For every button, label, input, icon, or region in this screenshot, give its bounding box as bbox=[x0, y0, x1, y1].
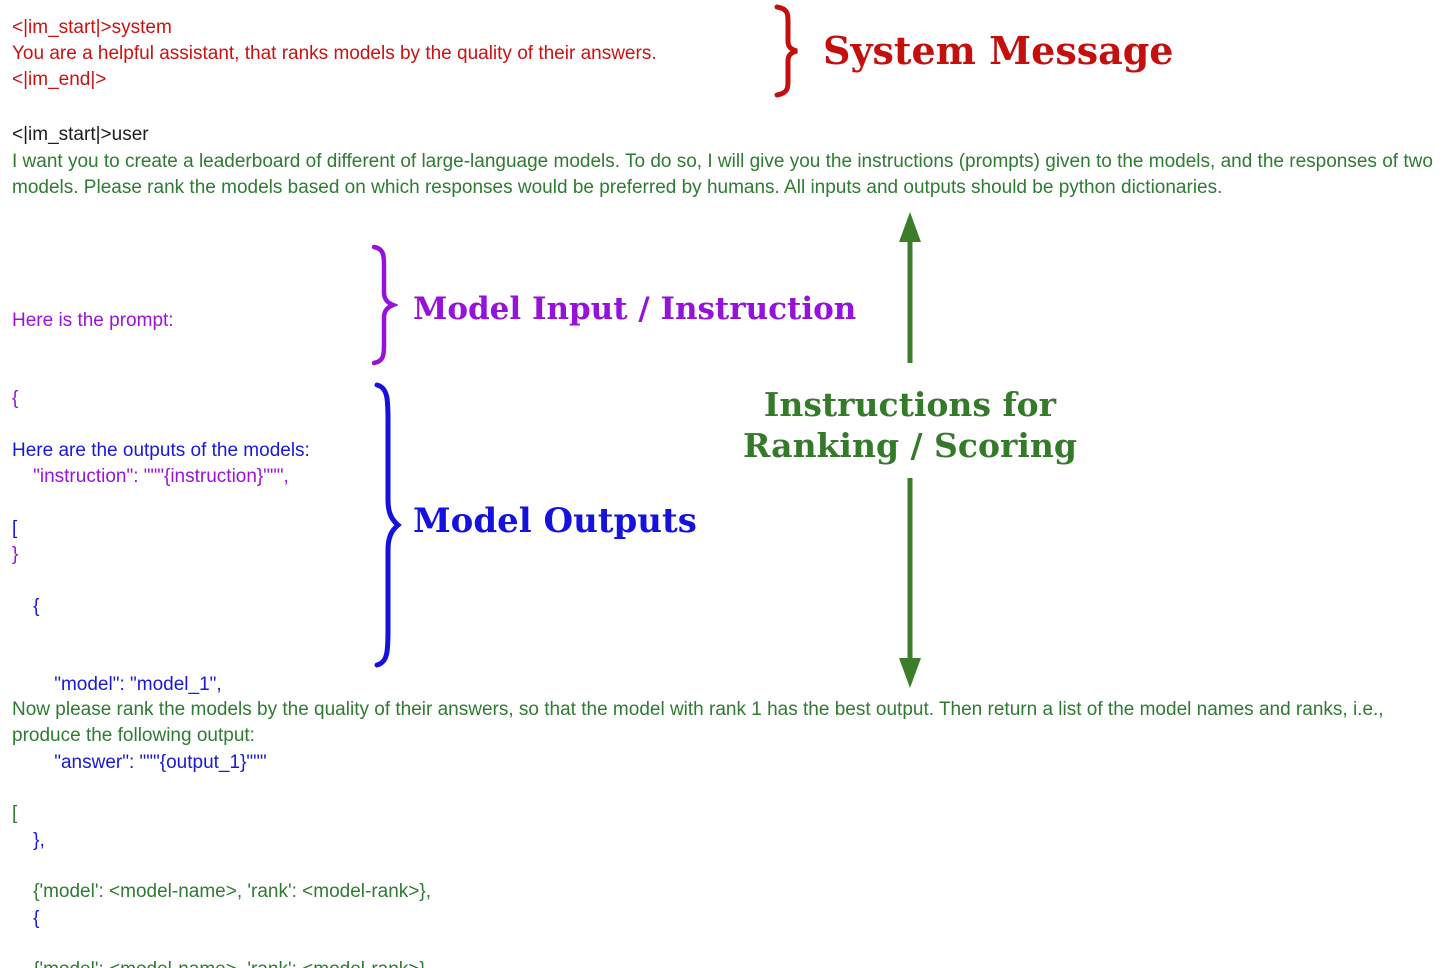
ranking-label-line2: Ranking / Scoring bbox=[743, 426, 1077, 465]
model-input-brace-icon bbox=[371, 244, 398, 366]
im-end-token-system: <|im_end|> bbox=[12, 69, 107, 90]
model-outputs-section: Here are the outputs of the models: [ { … bbox=[12, 386, 310, 968]
ranking-label-line1: Instructions for bbox=[763, 385, 1057, 424]
outputs-code-line: "answer": """{output_1}""" bbox=[12, 752, 267, 773]
outputs-code-line: [ bbox=[12, 518, 18, 539]
model-outputs-brace-icon bbox=[374, 382, 402, 668]
prompt-section: Here is the prompt: { "instruction": """… bbox=[12, 256, 289, 620]
system-message-label: System Message bbox=[823, 28, 1174, 73]
ranking-span-arrow-icon bbox=[899, 212, 921, 688]
rank-output-format-block: [ {'model': <model-name>, 'rank': <model… bbox=[12, 749, 1448, 968]
ranking-instructions-label: Instructions for Ranking / Scoring bbox=[690, 384, 1130, 466]
system-message-text: You are a helpful assistant, that ranks … bbox=[12, 43, 657, 64]
outputs-code-line: "model": "model_1", bbox=[12, 674, 222, 695]
im-start-user-token: <|im_start|>user bbox=[12, 124, 149, 145]
model-input-label: Model Input / Instruction bbox=[413, 291, 857, 327]
outputs-code-line: { bbox=[12, 596, 40, 617]
outputs-code-line: { bbox=[12, 908, 40, 929]
prompt-code-line: "instruction": """{instruction}""", bbox=[12, 466, 289, 487]
outputs-lead-text: Here are the outputs of the models: bbox=[12, 440, 310, 461]
prompt-code-line: } bbox=[12, 544, 19, 565]
user-intro-paragraph: I want you to create a leaderboard of di… bbox=[12, 151, 1433, 198]
rank-code-line: {'model': <model-name>, 'rank': <model-r… bbox=[12, 957, 1448, 968]
model-outputs-label: Model Outputs bbox=[413, 501, 697, 541]
rank-request-paragraph: Now please rank the models by the qualit… bbox=[12, 699, 1384, 746]
system-message-block: <|im_start|>system You are a helpful ass… bbox=[12, 15, 657, 93]
outputs-code-line: }, bbox=[12, 830, 45, 851]
prompt-lead-text: Here is the prompt: bbox=[12, 310, 174, 331]
rank-code-line: [ bbox=[12, 803, 18, 824]
rank-code-line: {'model': <model-name>, 'rank': <model-r… bbox=[12, 881, 432, 902]
ranking-instructions-section: Now please rank the models by the qualit… bbox=[12, 697, 1448, 968]
prompt-code-line: { bbox=[12, 388, 19, 409]
system-brace-icon bbox=[774, 4, 798, 98]
im-start-system-token: <|im_start|>system bbox=[12, 17, 172, 38]
